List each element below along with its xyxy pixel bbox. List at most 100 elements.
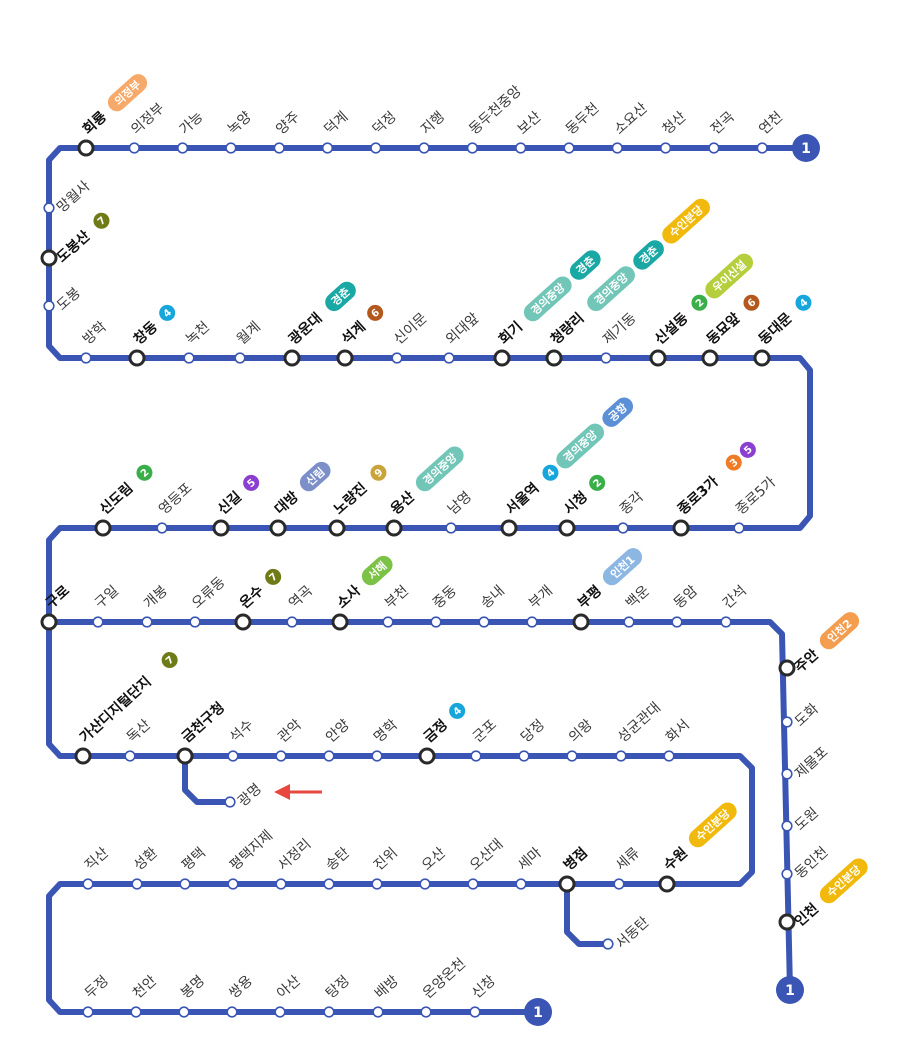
- station-label-group: 온양온천: [420, 956, 469, 1002]
- station[interactable]: 성균관대: [615, 700, 664, 762]
- station-name: 동대문: [756, 310, 796, 348]
- station-marker: [183, 352, 195, 364]
- station[interactable]: 동두천중앙: [466, 83, 525, 154]
- station-marker: [273, 142, 285, 154]
- station[interactable]: 의정부: [128, 100, 168, 154]
- station[interactable]: 종로5가: [733, 474, 779, 534]
- station-marker: [128, 142, 140, 154]
- transfer-station-marker: [418, 747, 436, 765]
- station-marker: [733, 522, 745, 534]
- station-name: 주안: [791, 646, 822, 676]
- station-label-group: 종로5가: [733, 474, 779, 518]
- station-name: 두정: [82, 973, 112, 1002]
- station[interactable]: 광명: [224, 781, 265, 810]
- station-marker: [178, 1006, 190, 1018]
- station[interactable]: 신이문: [391, 310, 431, 364]
- station-marker: [43, 300, 55, 312]
- station-label-group: 서동탄: [613, 914, 653, 952]
- station-marker: [92, 616, 104, 628]
- station-marker: [515, 878, 527, 890]
- connection-chip: [107, 74, 148, 112]
- station-name: 석계: [339, 319, 369, 348]
- station[interactable]: 제기동: [600, 310, 640, 364]
- station-name: 용산: [387, 488, 418, 518]
- station[interactable]: 온양온천: [420, 956, 469, 1018]
- terminal-circle: [776, 976, 804, 1004]
- transfer-line-badge: [243, 474, 260, 491]
- terminal-line-number: 1: [785, 983, 795, 999]
- station-name: 평택지제: [227, 828, 276, 874]
- connection-chip-label: 경의중앙: [560, 427, 599, 464]
- station-label-group: 신창: [469, 973, 499, 1002]
- station[interactable]: 도화: [781, 701, 822, 730]
- transfer-station-marker: [40, 613, 58, 631]
- station-label-group: 명학: [371, 717, 401, 746]
- station-name: 청량리: [548, 310, 587, 348]
- station[interactable]: 신길5: [212, 472, 263, 537]
- station-label-group: 간석: [720, 583, 750, 612]
- station-label-group: 종각: [617, 489, 647, 518]
- station-name: 오류동: [189, 574, 229, 612]
- station-label-group: 남영: [445, 489, 475, 518]
- station-label-group: 보산: [515, 109, 545, 138]
- station-label-group: 석계6: [339, 304, 384, 348]
- station-label-group: 소요산: [611, 100, 651, 138]
- station[interactable]: 오산대: [467, 836, 506, 890]
- transfer-station-marker: [500, 519, 518, 537]
- station-name: 안양: [323, 717, 353, 746]
- connection-chip-label: 경의중앙: [528, 280, 567, 317]
- transfer-station-marker: [649, 349, 667, 367]
- station-name: 외대앞: [443, 310, 483, 348]
- station[interactable]: 오류동: [189, 574, 229, 628]
- station[interactable]: 영등포: [156, 480, 196, 534]
- station-label-group: 성환: [131, 845, 161, 874]
- station-marker: [226, 1006, 238, 1018]
- station-name: 도봉: [54, 285, 84, 314]
- station-label-group: 녹양: [225, 109, 255, 138]
- station-name: 인천: [791, 900, 822, 930]
- station[interactable]: 외대앞: [443, 310, 483, 364]
- station[interactable]: 소요산: [611, 100, 651, 154]
- connection-chip-label: 경의중앙: [420, 450, 459, 487]
- transfer-line-badge: [725, 454, 742, 471]
- station-label-group: 전곡: [708, 109, 738, 138]
- station-marker: [371, 750, 383, 762]
- station-marker: [515, 142, 527, 154]
- station-name: 서정리: [275, 836, 314, 874]
- station-marker: [274, 1006, 286, 1018]
- station-label-group: 배방: [372, 973, 402, 1002]
- station-label-group: 탕정: [323, 973, 353, 1002]
- station-marker: [370, 142, 382, 154]
- station[interactable]: 동두천: [563, 100, 602, 154]
- station-marker: [663, 750, 675, 762]
- station[interactable]: 제물포: [781, 744, 831, 782]
- station-name: 전곡: [708, 109, 738, 138]
- station-label-group: 금정4: [420, 702, 466, 746]
- station-name: 세마: [515, 845, 545, 874]
- station-label-group: 도원: [792, 805, 822, 834]
- station[interactable]: 서정리: [275, 836, 314, 890]
- station[interactable]: 평택지제: [227, 828, 276, 890]
- transfer-station-marker: [672, 519, 690, 537]
- station[interactable]: 서동탄: [602, 914, 653, 952]
- station-label-group: 진위: [371, 845, 401, 874]
